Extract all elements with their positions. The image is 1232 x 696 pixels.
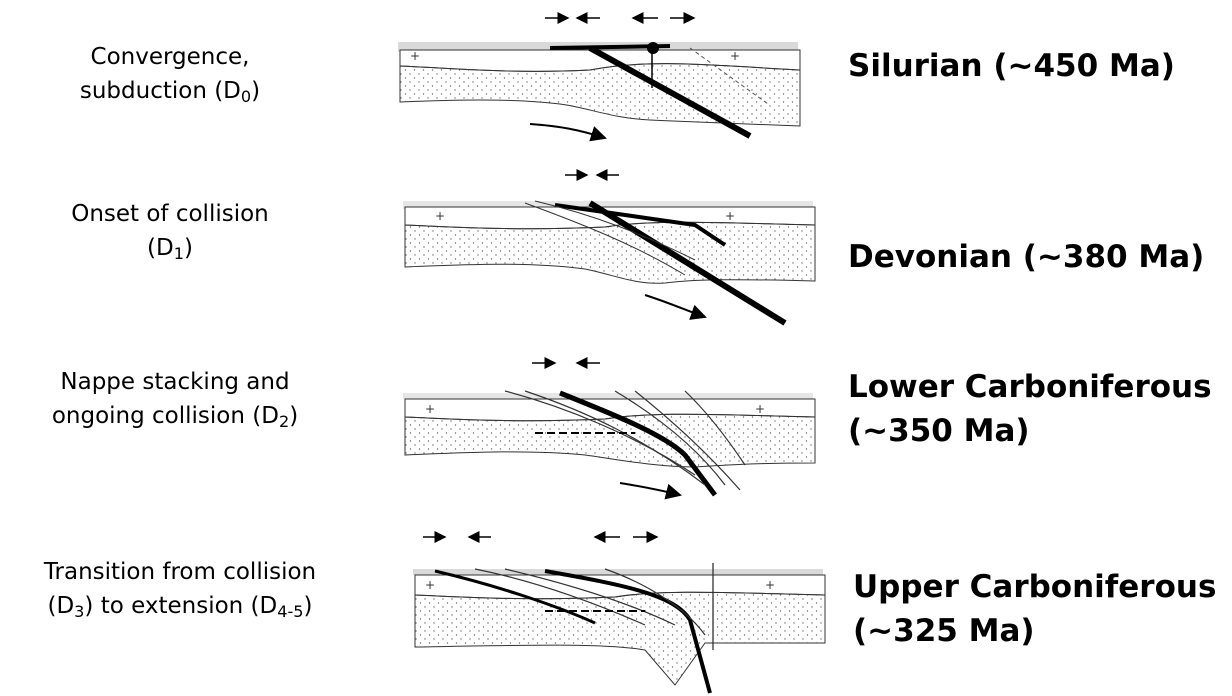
stage-row-devonian: Onset of collision (D1) + + Devonian (~3… [0, 165, 1232, 335]
period-label-4: Upper Carboniferous (~325 Ma) [853, 565, 1216, 653]
process-label-3-line1: Nappe stacking and [60, 369, 290, 395]
period-label-3: Lower Carboniferous (~350 Ma) [848, 365, 1212, 453]
svg-text:+: + [425, 578, 435, 592]
process-label-1-line2: subduction (D0) [79, 78, 261, 107]
svg-text:+: + [410, 49, 420, 63]
process-label-1: Convergence, subduction (D0) [40, 40, 300, 114]
period-label-4-line1: Upper Carboniferous [853, 569, 1217, 605]
subducting-slab [588, 200, 787, 326]
svg-text:+: + [435, 209, 445, 223]
process-label-2-line2: (D1) [147, 235, 193, 264]
cross-section-diagram-1: + + [398, 12, 801, 142]
mantle-layer [404, 221, 816, 284]
process-label-4-line1: Transition from collision [43, 559, 317, 585]
process-label-4: Transition from collision (D3) to extens… [5, 555, 355, 629]
cross-section-diagram-4: + + [413, 531, 826, 694]
svg-text:+: + [755, 402, 765, 416]
period-label-1: Silurian (~450 Ma) [848, 48, 1175, 84]
thrust-stack [559, 390, 717, 497]
mantle-layer [404, 413, 816, 468]
period-label-3-line1: Lower Carboniferous [848, 369, 1212, 405]
svg-text:+: + [765, 578, 775, 592]
svg-text:+: + [425, 402, 435, 416]
subducting-slab [588, 45, 752, 139]
period-label-3-line2: (~350 Ma) [848, 413, 1030, 449]
process-label-3: Nappe stacking and ongoing collision (D2… [20, 365, 330, 439]
stage-row-lower-carboniferous: Nappe stacking and ongoing collision (D2… [0, 357, 1232, 515]
stage-row-upper-carboniferous: Transition from collision (D3) to extens… [0, 531, 1232, 696]
mantle-layer [414, 591, 826, 686]
period-label-4-line2: (~325 Ma) [853, 613, 1035, 649]
process-label-4-line2: (D3) to extension (D4-5) [47, 593, 313, 622]
svg-text:+: + [725, 209, 735, 223]
process-label-2: Onset of collision (D1) [40, 197, 300, 271]
detachment [544, 569, 712, 694]
stage-row-silurian: Convergence, subduction (D0) + + Siluria… [0, 0, 1232, 170]
cross-section-diagram-2: + + [403, 169, 816, 326]
process-label-2-line1: Onset of collision [71, 201, 269, 227]
cross-section-diagram-3: + + [403, 357, 816, 500]
process-label-3-line2: ongoing collision (D2) [51, 403, 299, 432]
period-label-2: Devonian (~380 Ma) [848, 239, 1205, 275]
svg-text:+: + [730, 49, 740, 63]
mantle-layer [399, 63, 801, 127]
process-label-1-line1: Convergence, [90, 44, 250, 70]
